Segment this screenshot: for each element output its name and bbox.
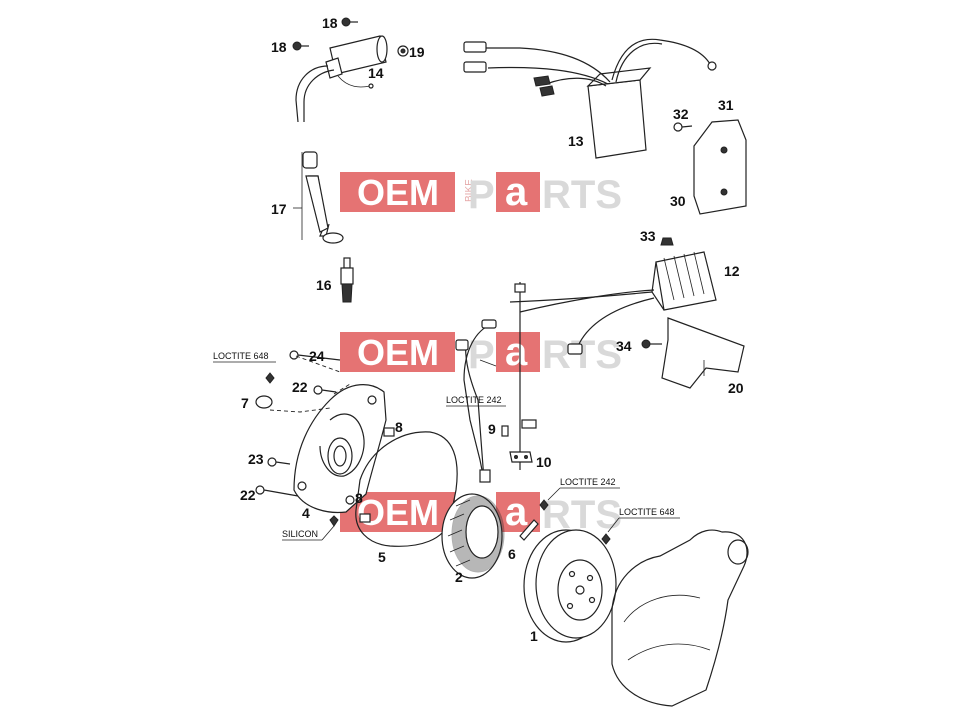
voltage-regulator-part-12 [509,251,717,355]
callout-20: 20 [728,380,744,396]
stator-part-2 [441,493,505,579]
screw-part-22-lower [255,485,299,497]
watermark-middle: OEM P a RTS [340,330,622,377]
dowel-part-8-upper [383,427,395,437]
engine-crankcase [611,529,749,707]
note-silicon: SILICON [282,529,318,539]
callout-1: 1 [530,628,538,644]
note-loctite-648-left: LOCTITE 648 [213,351,269,361]
svg-text:OEM: OEM [357,332,439,373]
screw-part-22-upper [313,385,337,395]
svg-text:BIKE: BIKE [464,179,475,202]
cdi-unit-part-13 [463,38,717,159]
callout-22-lower: 22 [240,487,256,503]
dowel-part-8-lower [359,513,371,523]
spark-plug-cap-part-17 [293,151,344,244]
callout-32: 32 [673,106,689,122]
screw-part-32 [673,122,693,132]
svg-text:RTS: RTS [542,493,622,537]
nut-part-33 [660,237,674,246]
callout-13: 13 [568,133,584,149]
stator-wiring-harness [455,282,537,483]
ignition-coil-part-14 [295,35,388,123]
callout-8-upper: 8 [395,419,403,435]
callout-33: 33 [640,228,656,244]
callout-10: 10 [536,454,552,470]
screw-part-34 [641,339,662,349]
screw-part-23 [267,457,291,467]
screw-part-24 [289,350,341,361]
nut-part-19 [397,45,409,57]
pin-part-6 [519,499,549,541]
gasket-part-5 [355,431,458,547]
callout-18-left: 18 [271,39,287,55]
screw-part-9 [501,425,509,437]
svg-text:RTS: RTS [542,333,622,377]
callout-labels: 18 18 19 14 13 31 32 30 17 16 33 12 34 2… [240,15,744,644]
callout-34: 34 [616,338,632,354]
callout-31: 31 [718,97,734,113]
callout-4: 4 [302,505,310,521]
callout-22-upper: 22 [292,379,308,395]
note-loctite-242-right: LOCTITE 242 [560,477,616,487]
callout-14: 14 [368,65,384,81]
svg-text:a: a [505,490,528,534]
ignition-cover-part-4 [293,384,387,514]
callout-5: 5 [378,549,386,565]
flywheel-rotor-part-1 [523,529,617,643]
callout-17: 17 [271,201,287,217]
callout-7: 7 [241,395,249,411]
spark-plug-part-16 [340,257,354,303]
svg-text:a: a [505,330,528,374]
callout-18-top: 18 [322,15,338,31]
callout-24: 24 [309,348,325,364]
screw-part-18-left [292,41,309,51]
callout-30: 30 [670,193,686,209]
plug-part-7 [255,372,275,409]
cable-clamp-part-10 [509,451,533,463]
svg-text:OEM: OEM [357,492,439,533]
mounting-bracket-part-20 [661,317,745,389]
svg-text:a: a [505,170,528,214]
callout-23: 23 [248,451,264,467]
svg-text:P: P [468,173,495,217]
callout-9: 9 [488,421,496,437]
note-loctite-242-mid: LOCTITE 242 [446,395,502,405]
callout-2: 2 [455,569,463,585]
callout-8-lower: 8 [355,490,363,506]
leader-lines-cover [269,355,351,527]
screw-part-18-top [341,17,358,27]
watermark-top: OEM BIKE P a RTS [340,170,622,217]
note-loctite-648-right: LOCTITE 648 [619,507,675,517]
callout-16: 16 [316,277,332,293]
svg-text:RTS: RTS [542,173,622,217]
assembly-notes: LOCTITE 648 LOCTITE 242 LOCTITE 242 LOCT… [213,351,680,541]
callout-19: 19 [409,44,425,60]
callout-6: 6 [508,546,516,562]
svg-text:OEM: OEM [357,172,439,213]
svg-text:P: P [468,333,495,377]
callout-12: 12 [724,263,740,279]
bracket-part-30-31 [693,119,747,215]
